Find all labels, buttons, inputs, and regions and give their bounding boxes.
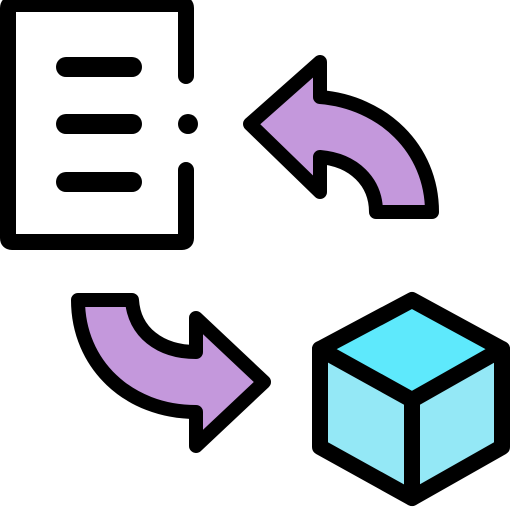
document-dot bbox=[178, 114, 198, 134]
forward-arrow-shape bbox=[71, 293, 271, 453]
cube-icon bbox=[312, 292, 510, 506]
return-arrow-shape bbox=[243, 55, 439, 219]
forward-arrow-icon bbox=[71, 293, 271, 453]
document-icon bbox=[0, 0, 198, 250]
cube-right-face bbox=[412, 349, 502, 498]
cube-left-face bbox=[320, 349, 412, 498]
return-arrow-icon bbox=[243, 55, 439, 219]
